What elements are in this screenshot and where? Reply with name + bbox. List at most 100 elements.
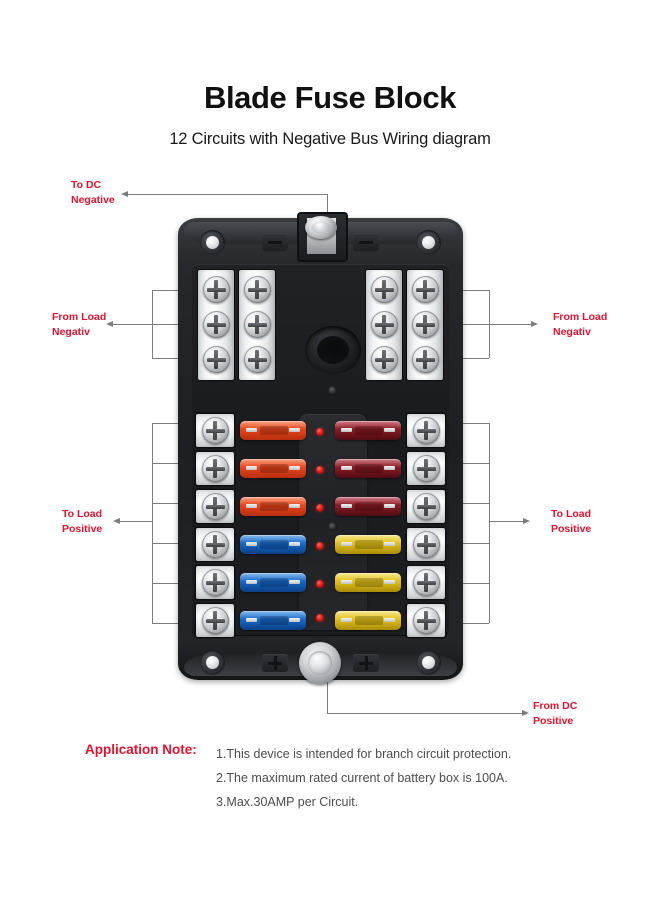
busbar-screw[interactable] [202,346,230,373]
fuse-tab-left [246,504,257,508]
terminal-screw[interactable] [412,531,440,558]
terminal-screw[interactable] [201,493,229,520]
fuse-terminal-left[interactable] [196,566,234,599]
fuse-tab-left [341,504,352,508]
blade-fuse-right-6[interactable] [335,611,401,630]
negative-busbar-right-inner [366,270,402,380]
callout-to-load-positive-right-line1: To Load [551,508,592,520]
wire-grommet-icon [305,326,361,374]
fuse-tab-left [341,466,352,470]
fuse-tab-right [384,428,395,432]
busbar-screw[interactable] [370,311,398,338]
busbar-screw[interactable] [411,346,439,373]
fuse-tab-left [341,542,352,546]
bracket-load-neg-right-rung-1 [439,290,489,291]
fuse-tab-right [384,580,395,584]
leader-line-load-pos-right [489,521,523,522]
fuse-block-device [178,212,463,684]
terminal-screw[interactable] [412,569,440,596]
fuse-terminal-right[interactable] [407,604,445,637]
bracket-load-neg-left-rung-1 [152,290,202,291]
busbar-screw[interactable] [370,276,398,303]
blade-fuse-right-3[interactable] [335,497,401,516]
busbar-screw[interactable] [370,346,398,373]
terminal-screw[interactable] [201,417,229,444]
blade-fuse-right-5[interactable] [335,573,401,592]
terminal-screw[interactable] [201,607,229,634]
bracket-load-neg-right-rung-2 [439,324,489,325]
blade-fuse-left-6[interactable] [240,611,306,630]
fuse-terminal-left[interactable] [196,528,234,561]
fuse-terminal-right[interactable] [407,452,445,485]
plus-icon-right-v [364,656,368,670]
blade-fuse-left-2[interactable] [240,459,306,478]
leader-line-dc-positive-v [327,681,328,714]
fuse-terminal-left[interactable] [196,490,234,523]
blade-fuse-right-2[interactable] [335,459,401,478]
negative-busbar-right-outer [407,270,443,380]
led-indicator [316,466,324,474]
fuse-terminal-right[interactable] [407,566,445,599]
led-indicator [316,614,324,622]
application-note-item-3: 3.Max.30AMP per Circuit. [216,795,359,809]
busbar-screw[interactable] [202,311,230,338]
device-inner-plate [192,264,449,637]
terminal-screw[interactable] [201,531,229,558]
led-indicator [316,580,324,588]
terminal-screw[interactable] [412,455,440,482]
arrowhead-dc-negative [121,190,128,197]
busbar-screw[interactable] [243,311,271,338]
fuse-tab-left [246,466,257,470]
fuse-sheen [335,497,401,505]
dc-positive-terminal[interactable] [299,642,341,684]
mounting-hole-top-right [416,230,441,255]
bracket-load-pos-left-v [152,423,153,623]
center-screw-lower[interactable] [328,522,337,531]
blade-fuse-left-1[interactable] [240,421,306,440]
fuse-terminal-right[interactable] [407,490,445,523]
application-note-list: 1.This device is intended for branch cir… [216,742,511,814]
fuse-tab-right [289,542,300,546]
terminal-screw[interactable] [412,417,440,444]
negative-terminal-bolt-icon [305,216,337,239]
fuse-terminal-left[interactable] [196,414,234,447]
fuse-terminal-left[interactable] [196,452,234,485]
callout-from-load-negative-right-line2: Negativ [553,326,591,338]
fuse-core [260,426,288,435]
busbar-screw[interactable] [202,276,230,303]
busbar-screw[interactable] [411,311,439,338]
blade-fuse-left-3[interactable] [240,497,306,516]
fuse-core [355,578,383,587]
blade-fuse-left-4[interactable] [240,535,306,554]
fuse-sheen [240,573,306,581]
fuse-sheen [335,459,401,467]
fuse-tab-right [289,428,300,432]
fuse-sheen [335,421,401,429]
positive-polarity-mark-right [353,654,379,672]
blade-fuse-right-1[interactable] [335,421,401,440]
busbar-screw[interactable] [243,346,271,373]
blade-fuse-left-5[interactable] [240,573,306,592]
dc-negative-terminal[interactable] [297,212,348,262]
fuse-core [260,464,288,473]
fuse-terminal-right[interactable] [407,414,445,447]
leader-line-load-neg-right [489,324,531,325]
busbar-screw[interactable] [411,276,439,303]
busbar-screw[interactable] [243,276,271,303]
negative-busbar-left-inner [239,270,275,380]
fuse-terminal-left[interactable] [196,604,234,637]
blade-fuse-right-4[interactable] [335,535,401,554]
terminal-screw[interactable] [412,493,440,520]
fuse-sheen [335,535,401,543]
terminal-screw[interactable] [412,607,440,634]
terminal-screw[interactable] [201,455,229,482]
terminal-screw[interactable] [201,569,229,596]
fuse-terminal-right[interactable] [407,528,445,561]
arrowhead-dc-positive [522,709,529,716]
callout-to-load-positive-left: To Load Positive [62,507,102,537]
callout-to-load-positive-left-line1: To Load [62,508,103,520]
negative-polarity-mark-left [262,233,288,251]
center-screw-upper[interactable] [328,386,337,395]
arrowhead-load-pos-right [523,517,530,524]
bracket-load-neg-left-rung-3 [152,358,202,359]
